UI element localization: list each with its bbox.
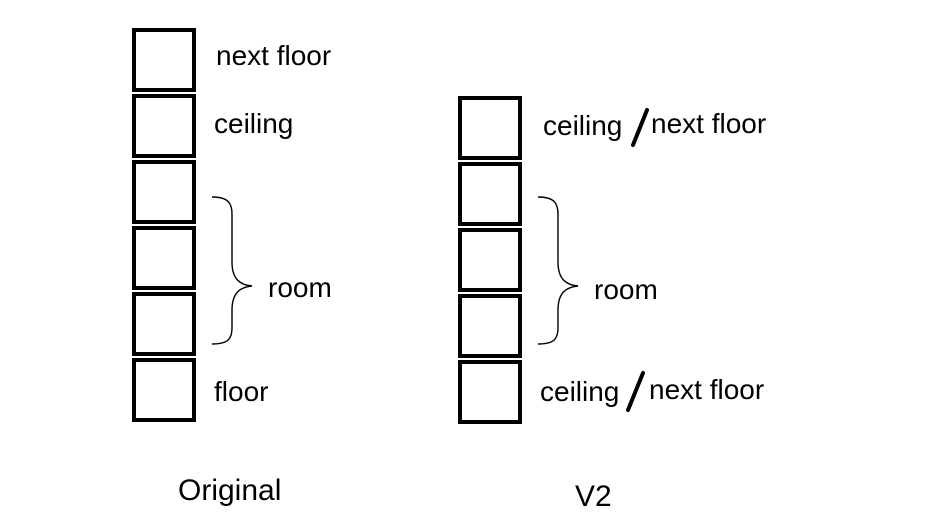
v2-caption: V2 (575, 480, 612, 513)
v2-label-top-next-floor: next floor (651, 108, 767, 139)
v2-block-4 (458, 294, 522, 358)
v2-room-brace (537, 196, 579, 345)
v2-top-slash (631, 108, 649, 147)
v2-block-1 (458, 96, 522, 160)
v2-block-3 (458, 228, 522, 292)
original-block-1 (132, 28, 196, 92)
original-label-room: room (268, 272, 332, 303)
v2-bottom-slash (626, 371, 645, 412)
v2-block-2 (458, 162, 522, 226)
original-block-3 (132, 160, 196, 224)
original-label-ceiling: ceiling (214, 108, 294, 139)
v2-label-bottom-next-floor: next floor (649, 374, 765, 405)
original-block-4 (132, 226, 196, 290)
original-label-floor: floor (214, 376, 269, 407)
v2-label-bottom-ceiling: ceiling (540, 376, 620, 407)
original-caption: Original (178, 474, 282, 507)
v2-label-room: room (594, 274, 658, 305)
original-block-2 (132, 94, 196, 158)
original-label-next-floor: next floor (216, 40, 332, 71)
v2-block-5 (458, 360, 522, 424)
original-block-6 (132, 358, 196, 422)
v2-label-top-ceiling: ceiling (543, 110, 623, 141)
original-room-brace (211, 196, 253, 345)
original-block-5 (132, 292, 196, 356)
